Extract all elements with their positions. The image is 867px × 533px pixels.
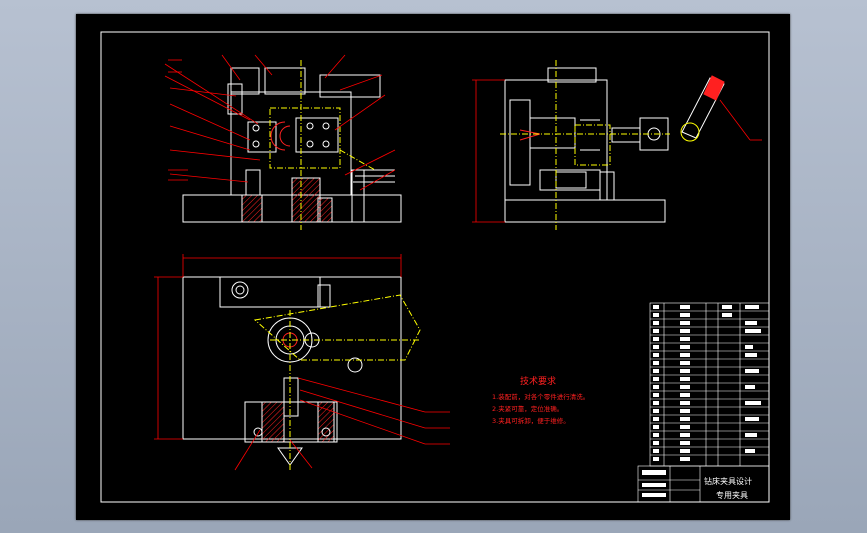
parts-list bbox=[637, 302, 770, 503]
notes-line-1: 1.装配前，对各个零件进行清洗。 bbox=[492, 392, 589, 401]
top-view-dimensions bbox=[154, 254, 450, 471]
parts-list-marks bbox=[642, 305, 761, 497]
side-view-dimensions bbox=[472, 79, 762, 223]
front-view-leaders bbox=[164, 54, 396, 191]
technical-notes: 技术要求 1.装配前，对各个零件进行清洗。 2.夹紧可靠，定位准确。 3.夹具可… bbox=[492, 375, 589, 425]
notes-line-3: 3.夹具可拆卸，便于维修。 bbox=[492, 416, 570, 425]
side-view-centerlines bbox=[500, 60, 670, 230]
drawing-sheet bbox=[76, 14, 790, 520]
notes-title: 技术要求 bbox=[520, 375, 556, 387]
side-view-handle bbox=[680, 75, 725, 142]
side-view bbox=[504, 67, 669, 223]
front-view-centerlines bbox=[269, 60, 376, 230]
title-block-name: 钻床夹具设计 bbox=[704, 476, 752, 486]
front-view bbox=[182, 67, 402, 223]
top-view bbox=[182, 276, 402, 466]
top-view-centerlines bbox=[253, 294, 421, 470]
drawing-frame bbox=[100, 31, 770, 503]
notes-line-2: 2.夹紧可靠，定位准确。 bbox=[492, 404, 563, 413]
title-block-subtitle: 专用夹具 bbox=[716, 490, 748, 500]
